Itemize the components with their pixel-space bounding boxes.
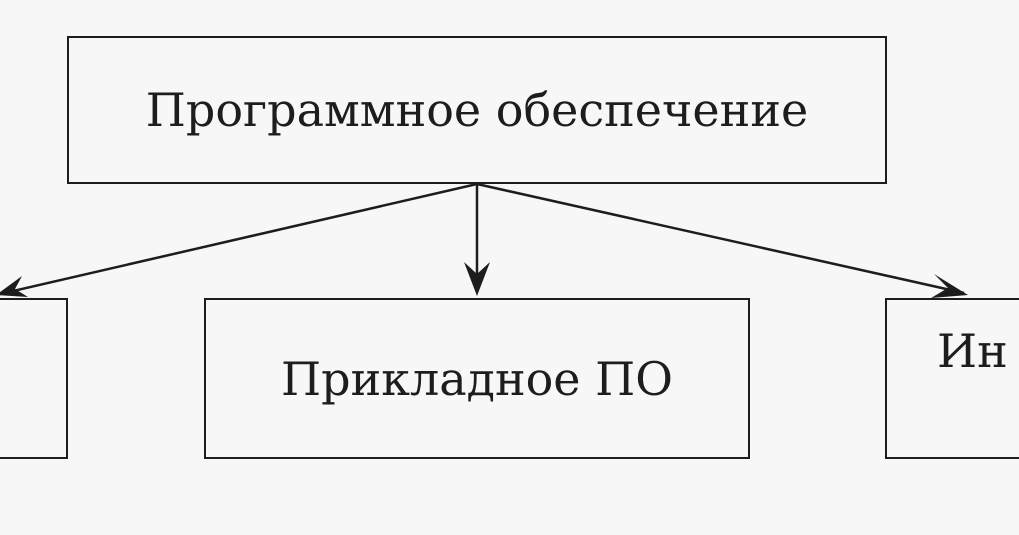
node-applied-label: Прикладное ПО: [281, 351, 673, 406]
node-right-partial: Ин: [885, 298, 1019, 459]
node-applied-software: Прикладное ПО: [204, 298, 750, 459]
node-right-label: Ин: [937, 324, 1008, 378]
node-software-label: Программное обеспечение: [145, 83, 809, 137]
edge-root-to-right: [476, 182, 965, 295]
arrowhead-right: [931, 274, 968, 298]
node-left-partial: [0, 298, 68, 459]
node-software: Программное обеспечение: [67, 36, 887, 184]
arrowhead-middle: [464, 262, 490, 296]
edge-root-to-left: [0, 182, 478, 296]
arrowhead-left: [0, 276, 28, 297]
